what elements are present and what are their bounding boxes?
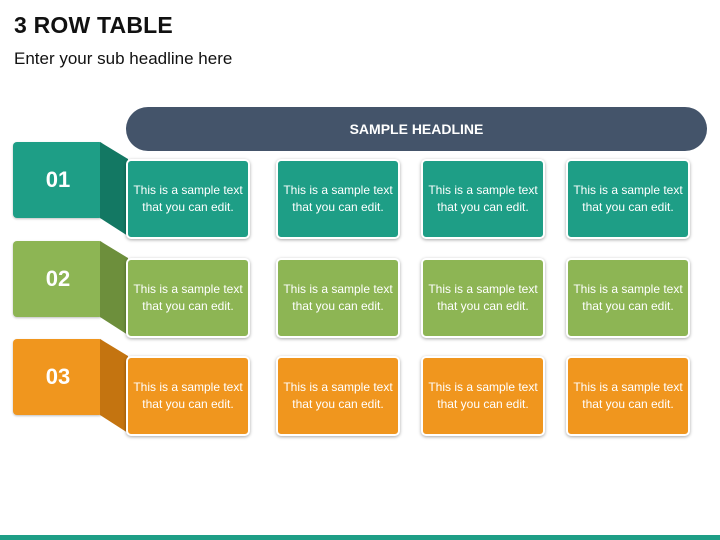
row-fold-connector — [100, 241, 128, 335]
row-fold-connector — [100, 339, 128, 433]
table-cell: This is a sample text that you can edit. — [276, 356, 400, 436]
table-row-3: 03 This is a sample text that you can ed… — [0, 339, 720, 436]
slide-title: 3 ROW TABLE — [14, 12, 173, 38]
table-cell: This is a sample text that you can edit. — [276, 258, 400, 338]
row-number-badge: 02 — [13, 241, 103, 317]
table-cell: This is a sample text that you can edit. — [126, 258, 250, 338]
row-number-badge: 01 — [13, 142, 103, 218]
footer-accent-bar — [0, 535, 720, 540]
row-number-badge: 03 — [13, 339, 103, 415]
table-cell: This is a sample text that you can edit. — [126, 356, 250, 436]
table-row-2: 02 This is a sample text that you can ed… — [0, 241, 720, 338]
slide-subtitle: Enter your sub headline here — [14, 49, 233, 68]
row-fold-connector — [100, 142, 128, 236]
table-cell: This is a sample text that you can edit. — [566, 356, 690, 436]
table-row-1: 01 This is a sample text that you can ed… — [0, 142, 720, 239]
table-cell: This is a sample text that you can edit. — [421, 159, 545, 239]
table-headline: SAMPLE HEADLINE — [126, 107, 707, 151]
table-cell: This is a sample text that you can edit. — [421, 258, 545, 338]
table-headline-label: SAMPLE HEADLINE — [349, 121, 484, 137]
table-cell: This is a sample text that you can edit. — [276, 159, 400, 239]
table-cell: This is a sample text that you can edit. — [126, 159, 250, 239]
table-cell: This is a sample text that you can edit. — [421, 356, 545, 436]
table-cell: This is a sample text that you can edit. — [566, 258, 690, 338]
table-cell: This is a sample text that you can edit. — [566, 159, 690, 239]
